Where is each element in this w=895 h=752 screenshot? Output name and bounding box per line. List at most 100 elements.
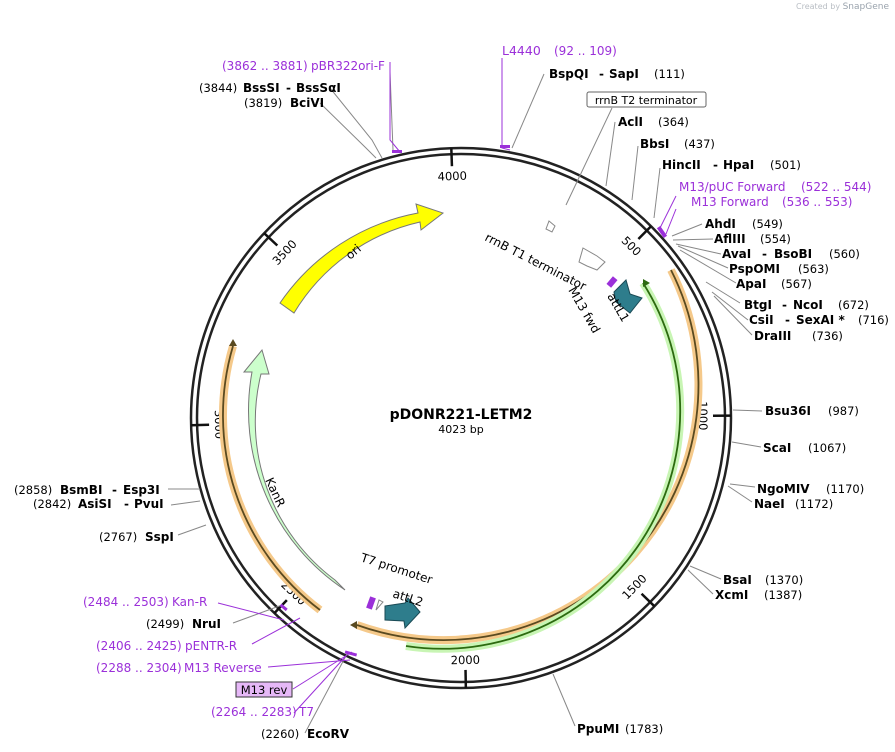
bsobi-pos: (560) [829,247,860,261]
bsu36i-label: Bsu36I [765,404,811,418]
afliii-pos: (554) [760,232,791,246]
m13-fwd-marker [606,276,618,288]
kanr-feature [242,348,346,591]
sspi-label: SspI [145,530,174,544]
ncoi-label: NcoI [793,298,823,312]
orf-arrowhead-left [229,339,237,346]
m13rev-range: (2288 .. 2304) [96,661,182,675]
bsai-pos: (1370) [765,573,803,587]
kanr-primer-range: (2484 .. 2503) [83,595,169,609]
xcmi-pos: (1387) [764,588,802,602]
bsu36i-pos: (987) [828,404,859,418]
sapi-label: SapI [609,67,639,81]
rrnb-t1-arrow [578,247,606,271]
nrui-label: NruI [192,617,221,631]
pentr-range: (2406 .. 2425) [96,639,182,653]
scai-label: ScaI [763,441,791,455]
m13puc-marker [656,225,668,239]
scai-pos: (1067) [808,441,846,455]
hincii-label: HincII [662,158,701,172]
ppumi-label: PpuMI [577,722,619,736]
m13fwd-name: M13 Forward [691,195,769,209]
asisi-dash: - [124,497,129,511]
snapgene-watermark: Created by SnapGene [796,2,889,12]
ecorv-pos: (2260) [261,727,299,741]
btgi-label: BtgI [744,298,772,312]
asisi-label: AsiSI [78,497,112,511]
primer-lines [217,58,677,714]
rrnb-t2-leader [565,107,613,206]
plasmid-size: 4023 bp [438,423,483,436]
m13rev-marker [344,650,358,657]
bsmbi-pos: (2858) [14,483,52,497]
apai-label: ApaI [736,277,766,291]
apai-pos: (567) [781,277,812,291]
rrnb-t2-arrow [545,220,556,233]
bspqi-label: BspQI [549,67,589,81]
afliii-label: AflIII [714,232,746,246]
sapi-pos: (111) [654,67,685,81]
pbr322-name: pBR322ori-F [311,59,385,73]
backbone-outer [189,146,733,690]
bsmbi-dash: - [112,483,117,497]
bbsi-label: BbsI [640,137,669,151]
l4440-range: (92 .. 109) [554,44,617,58]
nrui-pos: (2499) [146,617,184,631]
tick-label-4000: 4000 [437,169,467,184]
pspomi-label: PspOMI [729,262,780,276]
bsssi-dash: - [286,81,291,95]
pbr322-marker [392,150,402,153]
tick-3500 [263,232,279,247]
plasmid-name: pDONR221-LETM2 [390,407,533,423]
t7-range: (2264 .. 2283) [211,705,297,719]
hpai-label: HpaI [723,158,754,172]
m13-fwd-label: M13 fwd [565,285,603,336]
orf-band-outer [355,268,703,645]
bsssi-label: BssSI [243,81,280,95]
orf-arrowhead-inner [643,279,650,287]
m13puc-name: M13/pUC Forward [679,180,786,194]
draiii-label: DraIII [754,329,791,343]
ppumi-pos: (1783) [625,722,663,736]
tick-label-2000: 2000 [451,653,481,668]
ahdi-pos: (549) [752,217,783,231]
bsssai-label: BssSαI [296,81,341,95]
t7-promoter-label: T7 promoter [358,550,434,587]
ecorv-label: EcoRV [307,727,350,741]
ahdi-label: AhdI [705,217,736,231]
kanr-primer-marker [279,603,288,612]
hpai-pos: (501) [770,158,801,172]
csii-dash: - [785,313,790,327]
xcmi-label: XcmI [715,588,748,602]
draiii-pos: (736) [812,329,843,343]
kanr-primer-name: Kan-R [172,595,207,609]
btgi-dash: - [782,298,787,312]
orf-line-left [222,345,321,611]
orf-line-outer [356,269,700,641]
tick-4000 [450,148,454,167]
rrnb-t1-label: rrnB T1 terminator [483,230,589,293]
asisi-pos: (2842) [33,497,71,511]
bspqi-dash: - [599,67,604,81]
acli-label: AclI [618,115,643,129]
m13fwd-range: (536 .. 553) [782,195,852,209]
ngomiv-pos: (1170) [826,482,864,496]
sexai-label: SexAI * [796,313,845,327]
hincii-dash: - [713,158,718,172]
pspomi-pos: (563) [798,262,829,276]
m13-rev-box-label: M13 rev [241,683,288,697]
pentr-name: pENTR-R [185,639,237,653]
bsobi-label: BsoBI [774,247,812,261]
bcivi-pos: (3819) [244,96,282,110]
bsai-label: BsaI [723,573,752,587]
sexai-pos: (716) [858,313,889,327]
bsssi-pos: (3844) [199,81,237,95]
naei-pos: (1172) [795,497,833,511]
bsmbi-label: BsmBI [60,483,102,497]
rrnb-t2-label: rrnB T2 terminator [595,94,698,107]
rrnb-t2-box [586,91,707,108]
bbsi-pos: (437) [684,137,715,151]
l4440-name: L4440 [502,43,541,58]
m13rev-name: M13 Reverse [184,661,262,675]
ncoi-pos: (672) [838,298,869,312]
